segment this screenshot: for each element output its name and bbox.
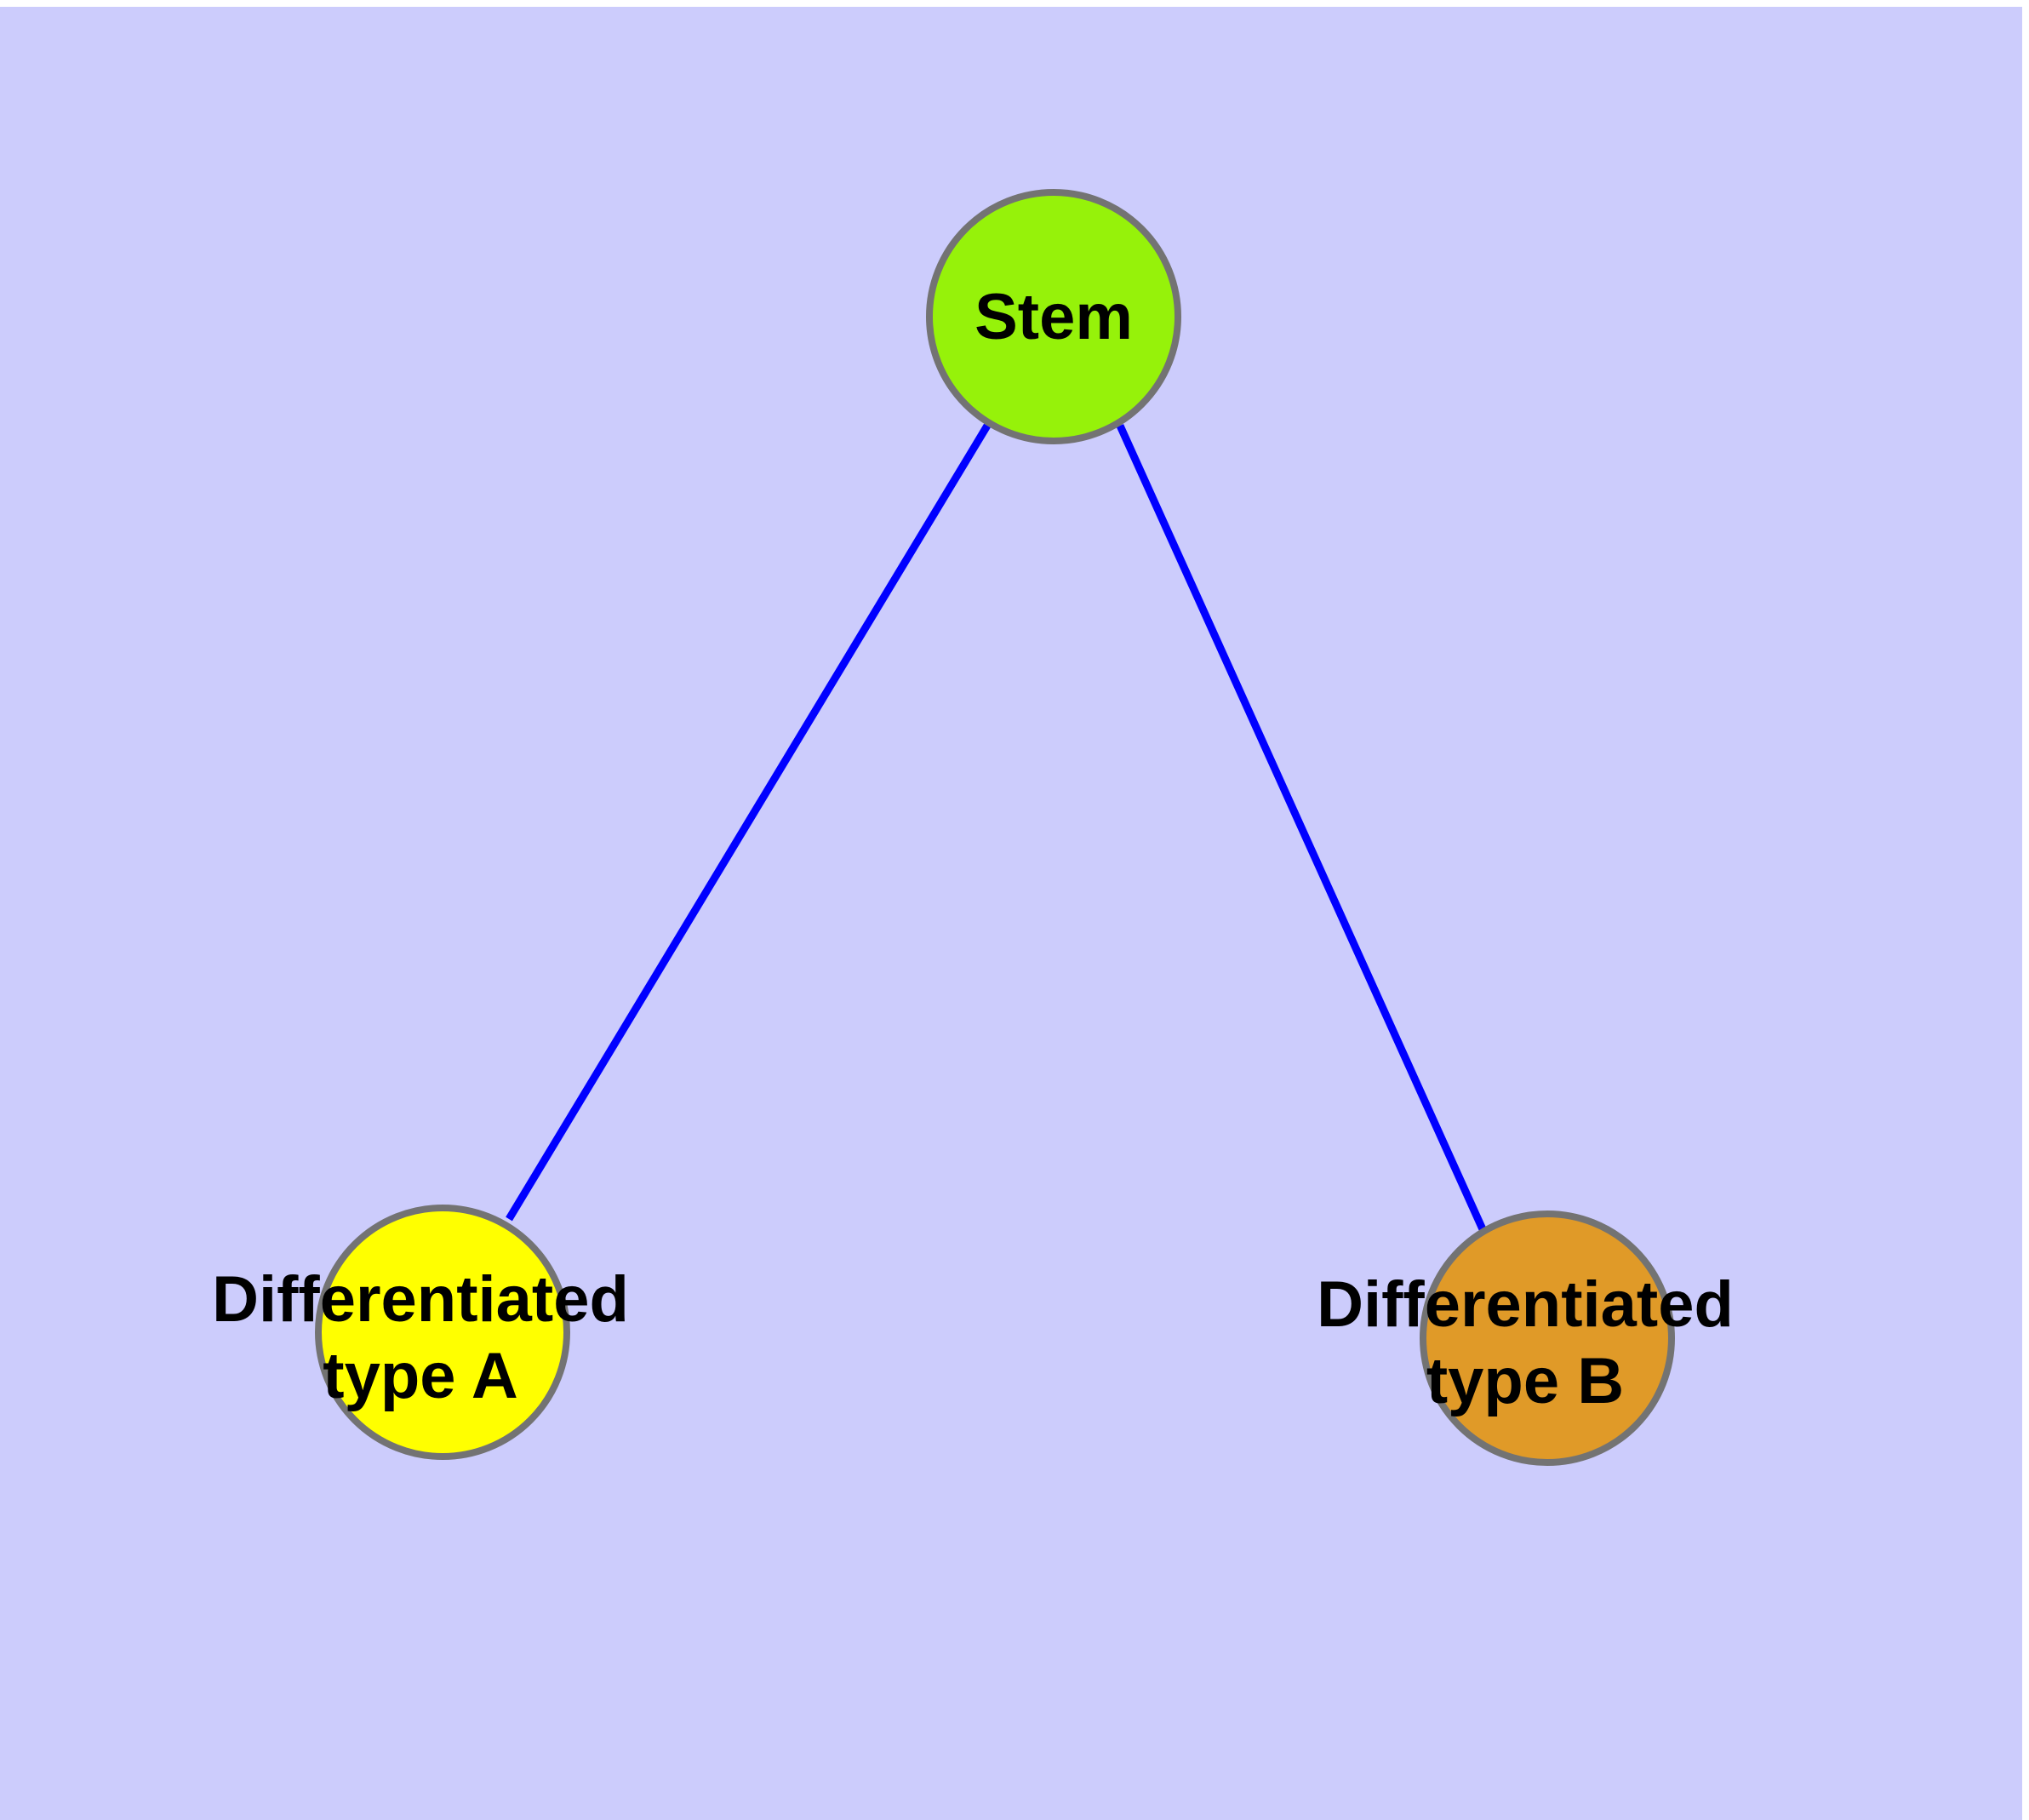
graph-node-label-line: Differentiated [1317, 1268, 1734, 1341]
nodes-layer [315, 189, 1675, 1466]
graph-node-diff_a[interactable] [315, 1205, 570, 1460]
graph-node-stem[interactable] [926, 189, 1181, 444]
graph-node-label-line: Stem [974, 281, 1133, 353]
graph-node-label-stem: Stem [974, 281, 1133, 353]
graph-node-diff_b[interactable] [1420, 1210, 1675, 1466]
graph-node-label-line: type A [323, 1340, 517, 1412]
graph-node-label-line: Differentiated [212, 1263, 629, 1336]
edges-layer [506, 423, 1487, 1231]
graph-edge[interactable] [1116, 424, 1487, 1231]
graph-node-label-line: type B [1426, 1345, 1624, 1417]
graph-edge[interactable] [506, 423, 991, 1222]
